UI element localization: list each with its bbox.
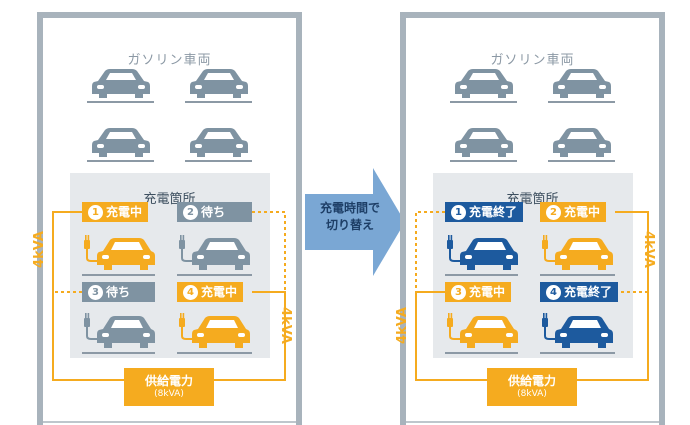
kva-label-right: 4kVA bbox=[640, 231, 656, 268]
kva-label-left: 4kVA bbox=[394, 307, 410, 344]
gasoline-car-icon bbox=[92, 126, 150, 158]
power-supply-box: 供給電力 (8kVA) bbox=[487, 368, 577, 406]
gasoline-car-icon bbox=[553, 126, 611, 158]
switch-arrow-icon bbox=[305, 168, 405, 276]
charging-area-title: 充電箇所 bbox=[143, 192, 196, 207]
gasoline-car-icon bbox=[92, 67, 150, 99]
supply-value: (8kVA) bbox=[154, 389, 184, 399]
gasoline-car-icon bbox=[190, 67, 248, 99]
gasoline-car-icon bbox=[553, 67, 611, 99]
building-outline-right bbox=[400, 12, 665, 425]
power-supply-box: 供給電力 (8kVA) bbox=[124, 368, 214, 406]
kva-label-left: 4kVA bbox=[31, 231, 47, 268]
kva-label-right: 4kVA bbox=[277, 307, 293, 344]
supply-value: (8kVA) bbox=[517, 389, 547, 399]
ev-done-car-icon bbox=[446, 230, 518, 272]
gasoline-cars-title: ガソリン車両 bbox=[490, 53, 575, 68]
supply-label: 供給電力 bbox=[144, 374, 193, 388]
building-outline-left bbox=[37, 12, 302, 425]
ev-waiting-car-icon bbox=[178, 230, 250, 272]
ev-waiting-car-icon bbox=[83, 308, 155, 350]
ev-charging-car-icon bbox=[83, 230, 155, 272]
ev-charging-car-icon bbox=[541, 230, 613, 272]
supply-label: 供給電力 bbox=[507, 374, 556, 388]
ev-charging-car-icon bbox=[446, 308, 518, 350]
ev-charging-car-icon bbox=[178, 308, 250, 350]
switch-arrow-label: 充電時間で 切り替え bbox=[319, 201, 380, 232]
ev-done-car-icon bbox=[541, 308, 613, 350]
gasoline-car-icon bbox=[455, 67, 513, 99]
gasoline-car-icon bbox=[455, 126, 513, 158]
gasoline-cars-title: ガソリン車両 bbox=[127, 53, 212, 68]
charging-area-title: 充電箇所 bbox=[506, 192, 559, 207]
gasoline-car-icon bbox=[190, 126, 248, 158]
